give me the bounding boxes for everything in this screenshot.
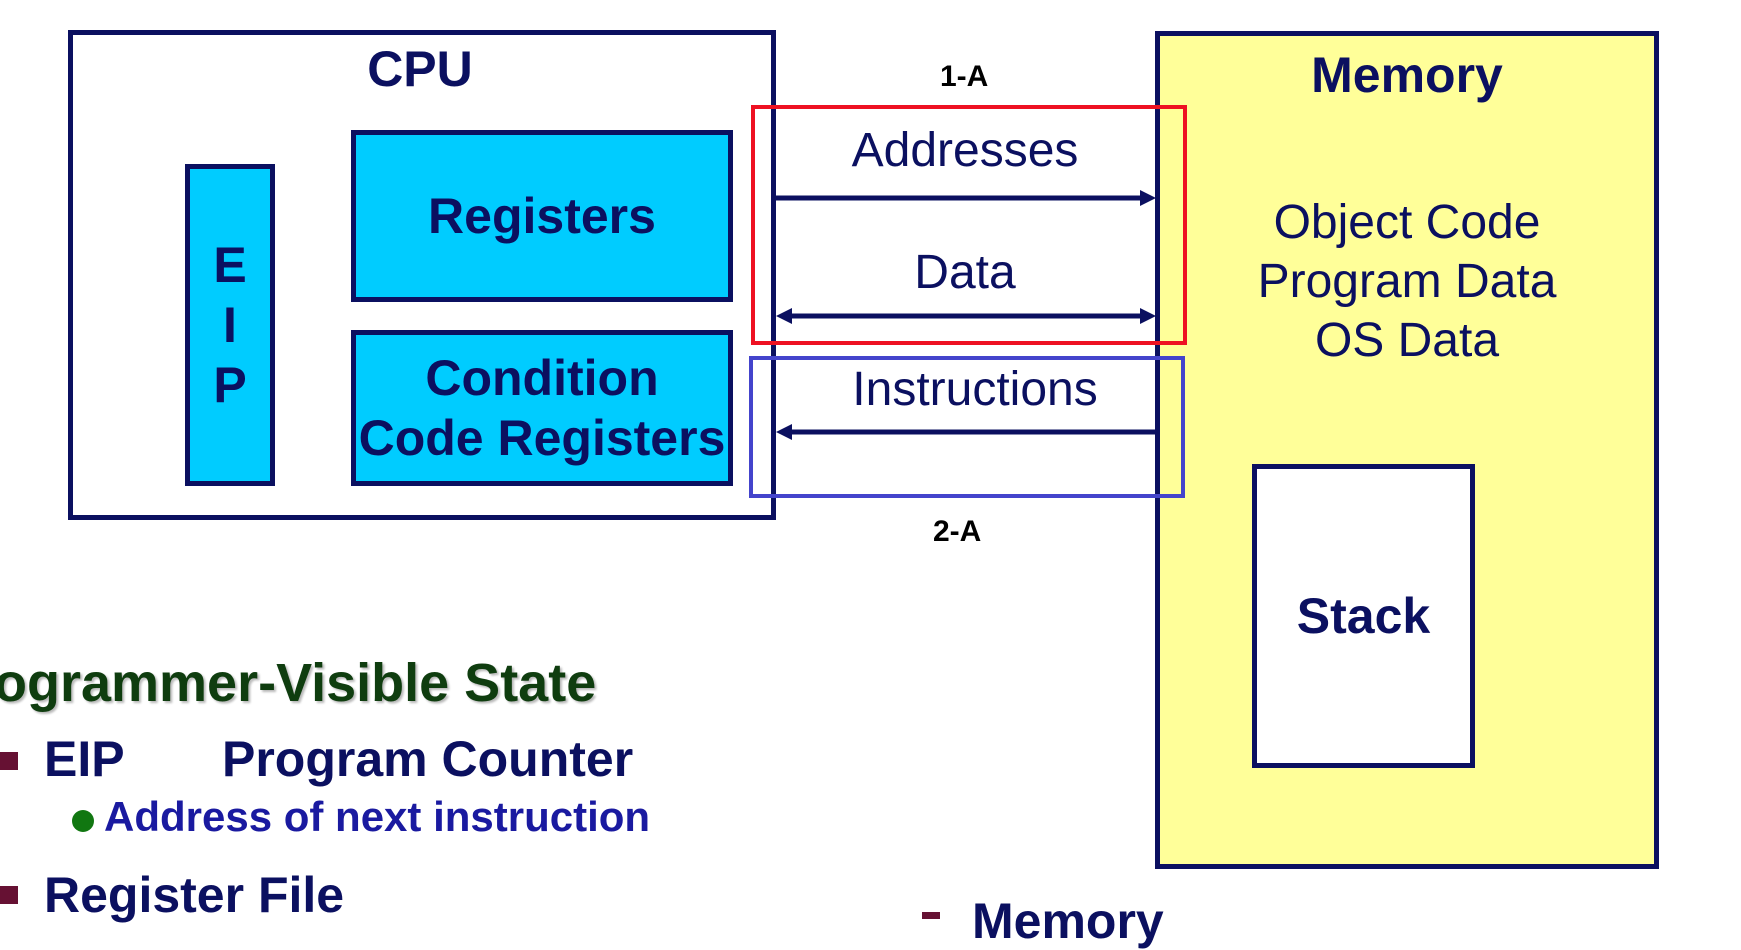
bus-tag-top: 1-A — [940, 60, 989, 93]
condition-code-registers-block: Condition Code Registers — [351, 330, 733, 486]
eip-letter-e: E — [213, 237, 247, 293]
eip-register: E I P — [185, 164, 275, 486]
stack-block: Stack — [1252, 464, 1475, 768]
registers-label: Registers — [428, 188, 656, 244]
eip-letter-i: I — [223, 297, 237, 353]
register-file-item: Register File — [44, 867, 345, 923]
memory-title: Memory — [1311, 47, 1503, 103]
bullet-square-icon — [922, 912, 940, 919]
instructions-highlight — [749, 356, 1185, 498]
condition-label-line1: Condition — [425, 350, 659, 406]
cpu-title: CPU — [367, 41, 473, 97]
data-arrowhead-right — [1140, 308, 1156, 324]
programmer-visible-state-heading: ogrammer-Visible State — [0, 653, 597, 713]
memory-program-data: Program Data — [1257, 255, 1557, 308]
eip-item-description: Program Counter — [222, 731, 634, 787]
eip-sub-description: Address of next instruction — [104, 793, 651, 840]
addresses-label: Addresses — [851, 124, 1079, 177]
condition-label-line2: Code Registers — [358, 410, 726, 466]
instructions-arrowhead — [776, 424, 792, 440]
bus-tag-bottom: 2-A — [933, 515, 982, 548]
bullet-square-icon — [0, 886, 18, 904]
bullet-dot-icon — [72, 810, 94, 832]
memory-object-code: Object Code — [1273, 196, 1541, 249]
memory-item-partial: Memory — [972, 893, 1164, 949]
address-data-highlight — [751, 105, 1187, 345]
data-arrowhead-left — [776, 308, 792, 324]
instructions-label: Instructions — [852, 363, 1098, 416]
memory-os-data: OS Data — [1314, 314, 1500, 367]
bullet-square-icon — [0, 752, 18, 770]
bus-arrows — [776, 190, 1156, 440]
addresses-arrowhead — [1140, 190, 1156, 206]
data-label: Data — [914, 246, 1016, 299]
eip-letter-p: P — [213, 357, 247, 413]
stack-label: Stack — [1296, 588, 1431, 644]
eip-item-label: EIP — [44, 731, 125, 787]
registers-block: Registers — [351, 130, 733, 302]
